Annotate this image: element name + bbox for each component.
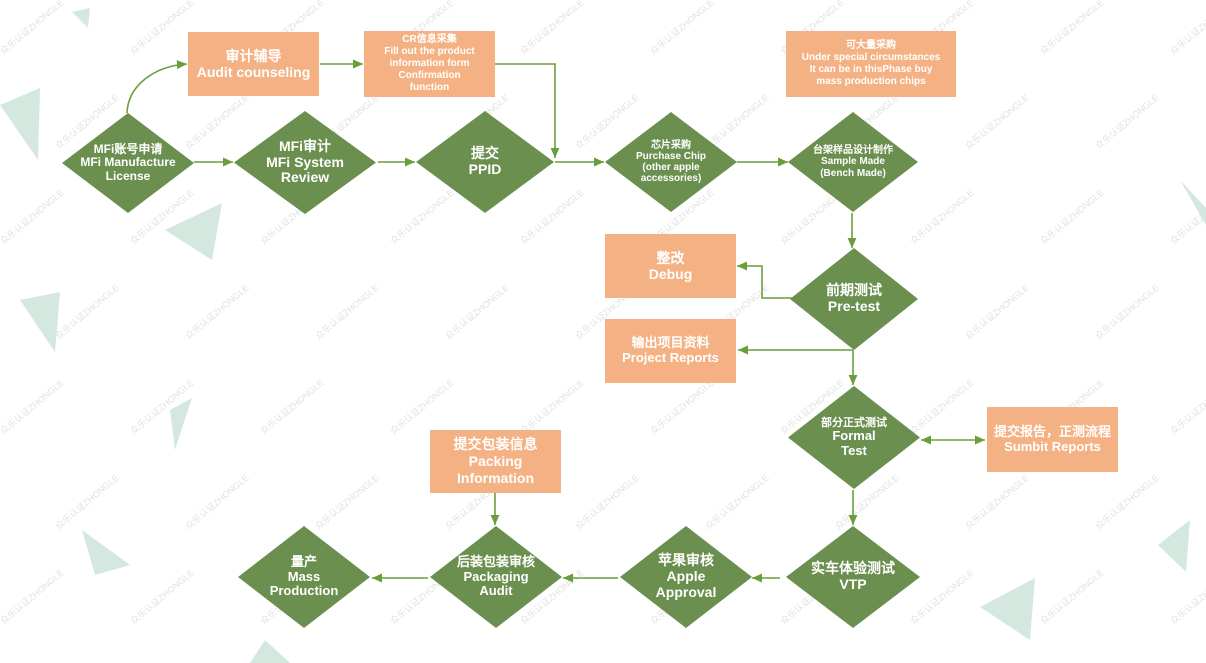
node-label: License (105, 168, 151, 183)
node-label: Mass (287, 568, 321, 584)
node-mfi-license: MFi账号申请 MFi Manufacture License (62, 113, 194, 213)
box-packing-info: 提交包装信息 Packing Information (430, 430, 561, 493)
node-ppid: 提交 PPID (416, 111, 554, 213)
node-label: Sample Made (821, 156, 885, 168)
box-label: Under special circumstances (801, 52, 941, 63)
box-submit-reports: 提交报告，正测流程 Sumbit Reports (987, 407, 1118, 472)
node-pre-test: 前期测试 Pre-test (790, 248, 918, 350)
node-packaging-audit: 后装包装审核 Packaging Audit (430, 526, 562, 628)
node-label: accessories) (640, 173, 702, 185)
box-audit-counseling: 审计辅导 Audit counseling (188, 32, 319, 96)
deco-triangle (165, 203, 222, 260)
box-label: Project Reports (622, 350, 719, 365)
node-label: Test (841, 442, 867, 458)
deco-triangle (20, 292, 60, 352)
box-label: 可大量采购 (846, 40, 896, 51)
node-sample-made: 台架样品设计制作 Sample Made (Bench Made) (788, 112, 918, 212)
node-formal-test: 部分正式测试 Formal Test (788, 386, 920, 489)
box-label: Sumbit Reports (1004, 438, 1101, 454)
node-label: 芯片采购 (651, 139, 691, 151)
node-label: Audit (479, 583, 513, 599)
box-label: information form (389, 58, 470, 69)
arrow-pretest-to-debug (737, 261, 795, 299)
deco-triangle (980, 578, 1035, 640)
box-label: Confirmation (398, 70, 461, 81)
box-label: CR信息采集 (402, 34, 457, 45)
arrow-license-to-counseling (126, 60, 188, 114)
node-label: Purchase Chip (635, 150, 707, 162)
node-apple-approval: 苹果审核 Apple Approval (620, 526, 752, 628)
node-purchase-chip: 芯片采购 Purchase Chip (other apple accessor… (605, 112, 737, 212)
node-mass-production: 量产 Mass Production (238, 526, 370, 628)
box-label: 提交包装信息 (453, 436, 538, 453)
box-label: Fill out the product (384, 46, 475, 57)
node-label: 实车体验测试 (811, 560, 895, 577)
deco-triangle (72, 8, 90, 28)
node-label: 后装包装审核 (456, 554, 535, 570)
node-label: 前期测试 (826, 282, 882, 299)
node-label: Review (280, 169, 330, 186)
node-label: Apple (666, 568, 706, 585)
box-project-reports: 输出项目资料 Project Reports (605, 319, 736, 383)
node-label: 部分正式测试 (821, 416, 887, 429)
deco-triangle (1180, 180, 1206, 225)
deco-triangle (170, 398, 192, 450)
node-label: Production (269, 583, 339, 599)
box-label: 提交报告，正测流程 (993, 423, 1111, 439)
box-debug: 整改 Debug (605, 234, 736, 298)
deco-triangle (82, 530, 130, 575)
node-label: Approval (655, 583, 717, 600)
deco-triangle (1158, 520, 1190, 572)
node-label: 量产 (290, 554, 317, 570)
node-label: 提交 (471, 145, 499, 162)
box-label: function (409, 82, 450, 93)
node-label: Pre-test (827, 298, 881, 314)
box-label: Debug (648, 266, 693, 282)
node-label: MFi审计 (278, 137, 332, 154)
node-label: PPID (468, 161, 502, 177)
node-label: Formal (832, 428, 876, 444)
box-label: Packing (468, 453, 523, 470)
node-label: (other apple (642, 162, 700, 173)
box-label: 输出项目资料 (631, 335, 710, 351)
node-label: Packaging (463, 568, 529, 584)
box-cr-info: CR信息采集 Fill out the product information … (364, 31, 495, 97)
box-label: Information (457, 469, 534, 486)
node-label: MFi System (266, 153, 344, 170)
box-label: mass production chips (816, 76, 926, 87)
box-mass-chips-note: 可大量采购 Under special circumstances It can… (786, 31, 956, 97)
node-label: (Bench Made) (820, 167, 886, 179)
box-label: It can be in thisPhase buy (809, 64, 933, 75)
node-label: VTP (839, 576, 867, 592)
node-vtp: 实车体验测试 VTP (786, 526, 920, 628)
arrow-cr-to-chip (495, 63, 560, 158)
node-label: 苹果审核 (658, 552, 714, 569)
deco-triangle (250, 640, 290, 663)
deco-triangle (0, 88, 40, 160)
node-mfi-review: MFi审计 MFi System Review (234, 111, 376, 214)
box-label: Audit counseling (196, 64, 311, 80)
box-label: 审计辅导 (225, 47, 282, 64)
node-label: 台架样品设计制作 (813, 145, 893, 157)
box-label: 整改 (656, 249, 685, 266)
node-label: MFi Manufacture (80, 155, 176, 170)
node-label: MFi账号申请 (93, 141, 163, 156)
